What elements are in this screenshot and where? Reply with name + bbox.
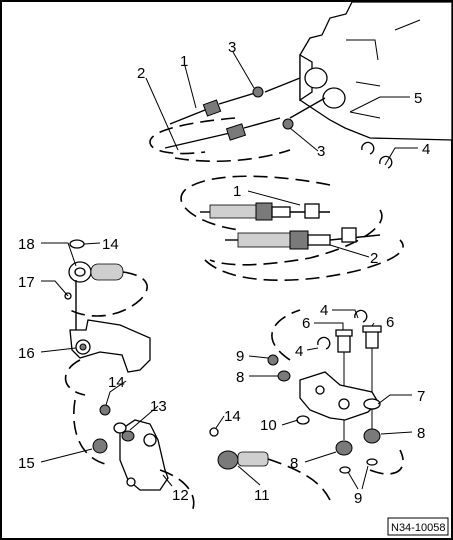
label-plate-12: 12	[172, 487, 189, 504]
selector-cable-top	[149, 77, 301, 155]
label-washer-14-b: 14	[108, 374, 125, 391]
cables-middle	[180, 175, 404, 282]
label-washer-14-c: 14	[224, 408, 241, 425]
gearshift-cable-top	[164, 97, 326, 163]
bracket-assembly	[267, 309, 404, 475]
label-bolt-6-right: 6	[386, 314, 394, 331]
label-washer-8-right: 8	[417, 425, 425, 442]
leader-lines	[40, 51, 418, 490]
label-washer-17: 17	[18, 274, 35, 291]
label-nut-9-top: 9	[236, 348, 244, 365]
label-cable-2-top: 2	[137, 65, 145, 82]
label-nut-3-bottom: 3	[317, 143, 325, 160]
label-bush-15: 15	[18, 455, 35, 472]
label-nut-10: 10	[260, 417, 277, 434]
label-housing-5: 5	[414, 90, 422, 107]
cable-end-fitting	[209, 427, 331, 501]
label-cable-1-top: 1	[180, 53, 188, 70]
label-bracket-7: 7	[417, 388, 425, 405]
label-bush-13: 13	[150, 398, 167, 415]
label-lever-16: 16	[18, 345, 35, 362]
label-bush-18: 18	[18, 236, 35, 253]
label-clip-4-bracket: 4	[320, 302, 328, 319]
label-washer-8-bottom: 8	[290, 455, 298, 472]
label-clip-4-right: 4	[422, 141, 430, 158]
label-nut-3-top: 3	[228, 39, 236, 56]
lever-assembly	[64, 239, 151, 396]
reference-box: N34-10058	[387, 517, 449, 536]
label-bolt-6-left: 6	[302, 315, 310, 332]
label-clip-4-left: 4	[295, 343, 303, 360]
mounting-plate	[73, 399, 195, 516]
label-cable-2-mid: 2	[370, 250, 378, 267]
circlip-right	[361, 141, 393, 169]
gearbox-housing	[299, 1, 453, 141]
label-end-11: 11	[254, 487, 270, 504]
reference-code: N34-10058	[391, 522, 445, 534]
label-nut-9-bottom: 9	[354, 490, 362, 507]
label-washer-14-a: 14	[102, 236, 119, 253]
label-cable-1-mid: 1	[233, 183, 241, 200]
callout-labels: 1 2 3 3 5 4 1 2 18 14 17 16 6 6 4 4 9 8 …	[18, 39, 430, 507]
label-washer-8-top: 8	[236, 369, 244, 386]
nut-top	[252, 86, 294, 130]
